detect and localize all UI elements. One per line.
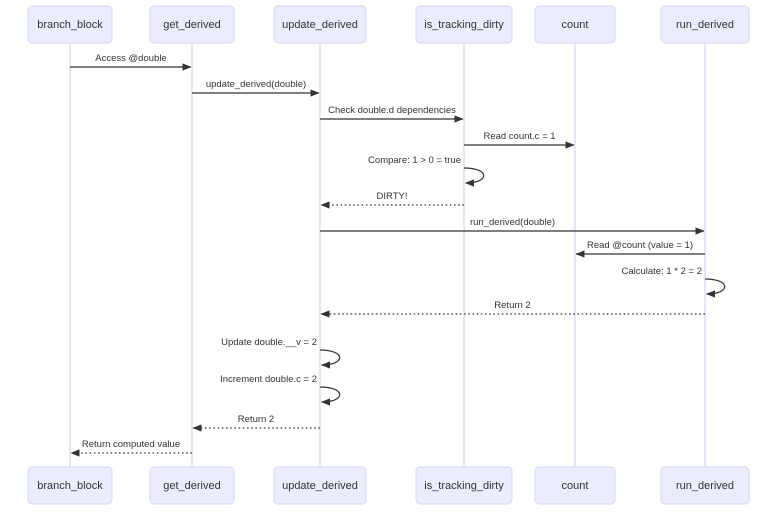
self-message-loop: [463, 167, 485, 187]
participant-label: branch_block: [37, 19, 103, 31]
message-m6[interactable]: DIRTY!: [320, 191, 464, 209]
participant-box: [27, 466, 113, 505]
participant-label: is_tracking_dirty: [424, 480, 504, 492]
lifelines-layer: [69, 43, 706, 467]
message-m13[interactable]: Return 2: [192, 414, 320, 432]
participant-label: count: [562, 480, 589, 492]
message-m1[interactable]: Access @double: [70, 53, 192, 71]
participant-box: [660, 466, 750, 505]
message-label: Return computed value: [82, 439, 180, 450]
participant-label: run_derived: [676, 480, 734, 492]
message-m12[interactable]: Increment double.c = 2: [220, 374, 341, 406]
participant-header-update_derived[interactable]: update_derived: [273, 5, 367, 44]
message-label: Read count.c = 1: [483, 131, 555, 142]
message-label: Return 2: [494, 300, 530, 311]
participant-footer-row: branch_block get_derived update_derived is_…: [27, 466, 750, 505]
participant-label: get_derived: [163, 480, 221, 492]
message-label: run_derived(double): [470, 217, 555, 228]
message-m14[interactable]: Return computed value: [70, 439, 192, 457]
participant-box: [415, 466, 513, 505]
participant-box: [534, 5, 616, 44]
participant-header-get_derived[interactable]: get_derived: [149, 5, 235, 44]
message-m4[interactable]: Read count.c = 1: [464, 131, 575, 149]
self-message-loop: [319, 349, 341, 369]
message-m8[interactable]: Read @count (value = 1): [575, 240, 705, 258]
participant-box: [415, 5, 513, 44]
participant-footer-is_tracking_dirty[interactable]: is_tracking_dirty: [415, 466, 513, 505]
message-label: Read @count (value = 1): [587, 240, 693, 251]
message-label: Update double.__v = 2: [221, 337, 317, 348]
participant-label: run_derived: [676, 19, 734, 31]
participant-header-row: branch_block get_derived update_derived is_…: [27, 5, 750, 44]
participant-header-count[interactable]: count: [534, 5, 616, 44]
participant-footer-update_derived[interactable]: update_derived: [273, 466, 367, 505]
participant-box: [27, 5, 113, 44]
participant-label: is_tracking_dirty: [424, 19, 504, 31]
participant-box: [273, 5, 367, 44]
message-m3[interactable]: Check double.d dependencies: [320, 105, 464, 123]
participant-footer-branch_block[interactable]: branch_block: [27, 466, 113, 505]
message-label: DIRTY!: [377, 191, 408, 202]
participant-box: [149, 5, 235, 44]
message-m11[interactable]: Update double.__v = 2: [221, 337, 341, 369]
message-label: Compare: 1 > 0 = true: [368, 155, 461, 166]
message-m10[interactable]: Return 2: [320, 300, 705, 318]
participant-footer-get_derived[interactable]: get_derived: [149, 466, 235, 505]
message-label: Increment double.c = 2: [220, 374, 317, 385]
message-label: update_derived(double): [206, 79, 306, 90]
self-message-loop: [319, 386, 341, 406]
message-label: Return 2: [238, 414, 274, 425]
participant-box: [660, 5, 750, 44]
participant-label: update_derived: [282, 19, 358, 31]
participant-label: get_derived: [163, 19, 221, 31]
message-m9[interactable]: Calculate: 1 * 2 = 2: [621, 266, 726, 298]
participant-footer-run_derived[interactable]: run_derived: [660, 466, 750, 505]
message-m2[interactable]: update_derived(double): [192, 79, 320, 97]
participant-box: [273, 466, 367, 505]
message-m5[interactable]: Compare: 1 > 0 = true: [368, 155, 485, 187]
message-m7[interactable]: run_derived(double): [320, 217, 705, 235]
participant-box: [534, 466, 616, 505]
participant-header-is_tracking_dirty[interactable]: is_tracking_dirty: [415, 5, 513, 44]
participant-label: branch_block: [37, 480, 103, 492]
participant-header-branch_block[interactable]: branch_block: [27, 5, 113, 44]
messages-layer: Access @double update_derived(double) Chec…: [70, 53, 726, 457]
message-label: Access @double: [95, 53, 166, 64]
message-label: Calculate: 1 * 2 = 2: [621, 266, 702, 277]
participant-footer-count[interactable]: count: [534, 466, 616, 505]
participant-header-run_derived[interactable]: run_derived: [660, 5, 750, 44]
participant-label: count: [562, 19, 589, 31]
participant-box: [149, 466, 235, 505]
message-label: Check double.d dependencies: [328, 105, 456, 116]
self-message-loop: [704, 278, 726, 298]
participant-label: update_derived: [282, 480, 358, 492]
